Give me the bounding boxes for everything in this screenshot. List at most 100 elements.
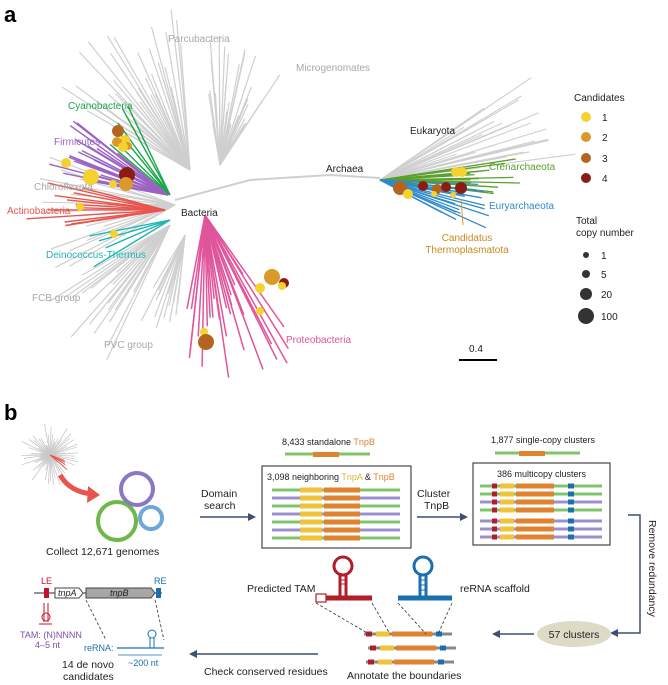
- neighboring-amp: &: [362, 472, 373, 482]
- neighboring-count: 3,098 neighboring: [267, 472, 341, 482]
- clade-deinococcus: [89, 219, 171, 268]
- domain-search-line2: search: [204, 500, 236, 512]
- label-parcubacteria: Parcubacteria: [168, 34, 230, 45]
- re-label: RE: [154, 576, 167, 586]
- standalone-label: 8,433 standalone TnpB: [282, 437, 375, 447]
- annotate-label: Annotate the boundaries: [347, 670, 461, 682]
- legend-size-1: [583, 252, 589, 258]
- tam-hairpin-red: [315, 555, 372, 603]
- neighboring-label: 3,098 neighboring TnpA & TnpB: [267, 472, 395, 482]
- remove-redundancy-arrowhead: [610, 629, 618, 637]
- clade-firmicutes: [49, 120, 169, 196]
- candidate-marker: [441, 182, 451, 192]
- legend-size-100: [578, 308, 594, 324]
- check-residues-arrowhead: [189, 650, 197, 658]
- candidate-marker: [264, 269, 280, 285]
- neighboring-tracks: [272, 487, 400, 541]
- label-crenarchaeota: Crenarchaeota: [489, 162, 556, 173]
- legend-copy-title-1: Total: [576, 216, 597, 227]
- clade-proteobacteria: [186, 214, 289, 378]
- label-microgenomates: Microgenomates: [296, 63, 370, 74]
- label-archaea: Archaea: [326, 164, 364, 175]
- collect-arrow-head: [87, 486, 100, 503]
- legend-size-20: [580, 288, 592, 300]
- domain-search-line1: Domain: [201, 488, 237, 500]
- cluster-line1: Cluster: [417, 488, 451, 500]
- candidate-marker: [119, 177, 133, 191]
- candidate-marker: [431, 191, 437, 197]
- standalone-count: 8,433 standalone: [282, 437, 353, 447]
- candidate-marker: [403, 189, 413, 199]
- mini-tree-branches: [21, 423, 79, 486]
- domain-search-arrowhead: [248, 513, 256, 521]
- collect-arrow: [57, 473, 93, 497]
- panel-b-letter: b: [4, 400, 17, 425]
- tnpa-gene: [54, 587, 84, 599]
- clade-pvc: [140, 234, 186, 328]
- label-pvc-group: PVC group: [104, 340, 153, 351]
- multicopy-track: [480, 518, 602, 524]
- legend-dot-2: [581, 132, 591, 142]
- rerna-scaffold-label: reRNA scaffold: [460, 583, 530, 595]
- neighbor-track: [272, 519, 400, 525]
- legend-dot-1: [581, 112, 591, 122]
- clade-fcb: [49, 224, 171, 361]
- candidate-marker: [76, 203, 84, 211]
- candidate-marker: [198, 334, 214, 350]
- label-firmicutes: Firmicutes: [54, 137, 100, 148]
- guide-right-2: [437, 602, 453, 635]
- neighboring-box: [261, 465, 412, 549]
- neighbor-track: [272, 495, 400, 501]
- legend-size-5: [582, 270, 590, 278]
- scale-bar-label: 0.4: [469, 344, 483, 355]
- thermoplasmatota-leader: [460, 198, 464, 226]
- rerna-hairpin-blue: [398, 555, 452, 601]
- candidate-marker: [278, 282, 286, 290]
- label-proteobacteria: Proteobacteria: [286, 335, 351, 346]
- label-bacteria: Bacteria: [181, 208, 218, 219]
- candidate-marker: [110, 230, 118, 238]
- multicopy-track: [480, 499, 602, 505]
- neighboring-gene-b: TnpB: [373, 472, 395, 482]
- mini-tree-highlight: [49, 454, 68, 471]
- nt200-label: ~200 nt: [128, 658, 159, 668]
- neighbor-track: [272, 511, 400, 517]
- legend-copy-20: 20: [601, 290, 613, 301]
- legend-candidates-title: Candidates: [574, 93, 625, 104]
- tnpb-gene: [85, 587, 156, 599]
- neighbor-track: [272, 503, 400, 509]
- legend-candidates-4: 4: [602, 174, 608, 185]
- candidate-markers: [61, 125, 467, 350]
- tnpb-label: tnpB: [110, 588, 129, 598]
- rerna-label: reRNA:: [84, 643, 114, 653]
- legend-candidates-3: 3: [602, 154, 608, 165]
- candidate-locus: LE tnpA tnpB RE TAM: (N)NNNN 4–5 nt reRN…: [20, 576, 167, 683]
- neighbor-track: [272, 535, 400, 541]
- genome-circle-blue: [138, 505, 164, 531]
- annotate-track: [366, 659, 454, 665]
- tnpa-label: tnpA: [58, 588, 77, 598]
- le-label: LE: [41, 576, 52, 586]
- multicopy-track: [480, 491, 602, 497]
- legend-copy-1: 1: [601, 251, 607, 262]
- legend-dot-3: [581, 153, 591, 163]
- candidate-marker: [418, 181, 428, 191]
- collect-genomes-label: Collect 12,671 genomes: [46, 546, 159, 558]
- candidate-marker: [393, 181, 407, 195]
- legend-dot-4: [581, 173, 591, 183]
- annotate-arrowhead: [492, 630, 500, 638]
- candidate-marker: [118, 142, 128, 152]
- legend-copy-title-2: copy number: [576, 228, 634, 239]
- candidate-marker: [109, 180, 117, 188]
- legend-copy-100: 100: [601, 312, 618, 323]
- label-fcb-group: FCB group: [32, 293, 81, 304]
- label-euryarchaeota: Euryarchaeota: [489, 201, 554, 212]
- remove-redundancy-connector: [617, 514, 641, 634]
- annotate-tracks: [364, 631, 456, 665]
- candidate-marker: [83, 169, 99, 185]
- label-deinococcus-thermus: Deinococcus-Thermus: [46, 250, 146, 261]
- multicopy-label: 386 multicopy clusters: [497, 469, 587, 479]
- legend-copy-number: Total copy number 1 5 20 100: [576, 216, 634, 324]
- candidate-marker: [112, 125, 124, 137]
- candidate-marker: [61, 158, 71, 168]
